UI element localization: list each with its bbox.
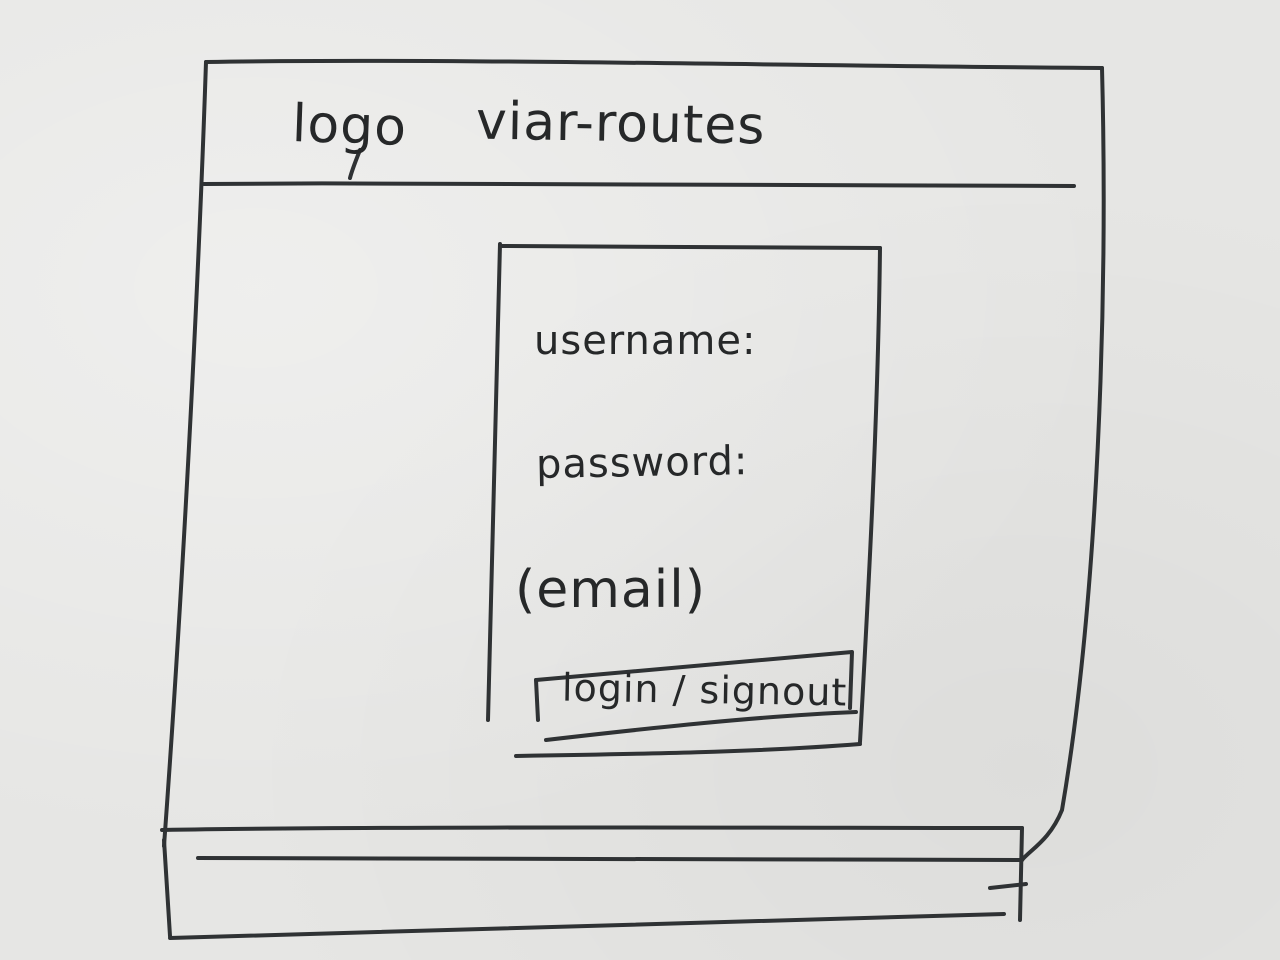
form-panel-right <box>858 246 882 744</box>
footer-top-line <box>160 825 1024 832</box>
logo-flourish <box>348 148 362 180</box>
form-panel-bottom <box>514 742 862 758</box>
button-outline-top <box>534 650 854 710</box>
footer-left <box>162 838 172 938</box>
footer-divider <box>196 856 1024 862</box>
logo[interactable]: logo <box>290 94 409 158</box>
email-label: (email) <box>515 560 706 620</box>
username-label: username: <box>534 318 757 364</box>
page-frame-left <box>162 60 208 848</box>
form-panel-left <box>486 242 502 722</box>
form-panel-top <box>498 244 882 250</box>
app-title: viar-routes <box>475 91 766 157</box>
footer-bottom <box>168 912 1006 940</box>
page-frame-right <box>1020 66 1106 862</box>
password-label: password: <box>535 438 749 488</box>
login-signout-button[interactable]: login / signout <box>540 660 850 724</box>
footer-right <box>1018 826 1024 922</box>
button-outline-left <box>534 678 540 722</box>
footer-tick <box>988 882 1028 890</box>
header-divider <box>202 181 1076 188</box>
page-frame-top <box>204 58 1104 70</box>
button-outline-bottom <box>544 710 858 742</box>
login-button-label: login / signout <box>561 665 848 715</box>
